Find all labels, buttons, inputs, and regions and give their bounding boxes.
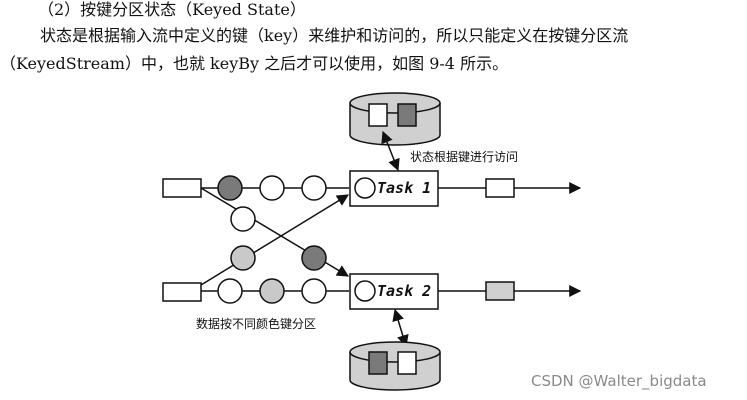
state-access-label: 状态根据键进行访问 — [410, 150, 518, 164]
partition-label: 数据按不同颜色键分区 — [196, 316, 316, 331]
event-bottom-3 — [301, 278, 327, 304]
cross-stream-up — [200, 194, 350, 286]
cross-event-3 — [301, 245, 327, 271]
state-key-grey — [397, 103, 417, 127]
paragraph-line-1: 状态是根据输入流中定义的键（key）来维护和访问的，所以只能定义在按键分区流 — [40, 26, 629, 45]
task-2-output-record — [485, 281, 515, 301]
event-bottom-1 — [217, 278, 243, 304]
section-heading: （2）按键分区状态（Keyed State） — [38, 0, 306, 19]
input-source-bottom — [162, 282, 202, 302]
event-bottom-2 — [259, 278, 285, 304]
state-access-arrow-bottom — [392, 308, 409, 348]
state-store-top — [349, 92, 441, 146]
task-1-output-record — [485, 178, 515, 198]
state-access-arrow-top — [381, 130, 400, 172]
task-1-label: Task 1 — [377, 179, 431, 197]
state-key-dark — [368, 351, 388, 375]
paragraph-line-2: （KeyedStream）中，也就 keyBy 之后才可以使用，如图 9-4 所… — [0, 54, 509, 73]
state-store-bottom — [349, 341, 441, 391]
event-top-2 — [259, 175, 285, 201]
task-1-box — [349, 170, 439, 207]
watermark: CSDN @Walter_bigdata — [531, 372, 707, 391]
task-1-state-circle — [354, 177, 376, 199]
task-2-state-circle — [354, 280, 376, 302]
cross-stream-down — [200, 187, 350, 277]
event-top-1 — [217, 175, 243, 201]
cross-event-2 — [230, 245, 256, 271]
task-2-label: Task 2 — [377, 282, 431, 300]
cross-event-1 — [230, 206, 256, 232]
input-source-top — [162, 178, 202, 198]
state-key-white-bottom — [397, 351, 417, 375]
event-top-3 — [301, 175, 327, 201]
state-key-white — [368, 103, 388, 127]
